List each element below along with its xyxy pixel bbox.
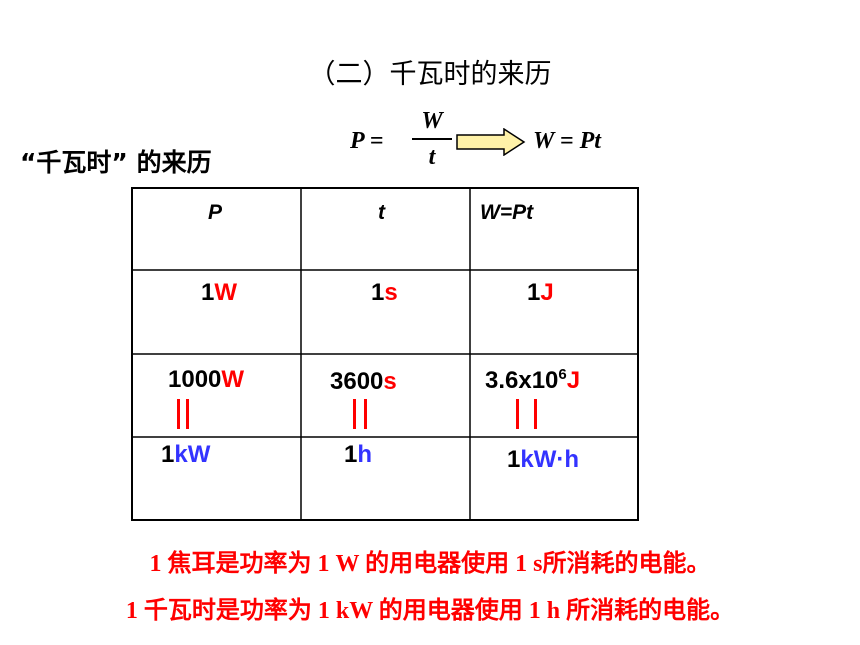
cell-time-3600s: 3600s [330, 368, 397, 395]
formula-numerator: W [421, 108, 443, 134]
header-time: t [378, 201, 385, 224]
table-grid [131, 187, 639, 521]
power-formula: P = W t W = Pt [350, 106, 650, 176]
equals-bar [516, 399, 519, 429]
joule-definition: 1 焦耳是功率为 1 W 的用电器使用 1 s所消耗的电能。 [149, 551, 711, 577]
cell-energy-3-6e6j: 3.6x106J [485, 366, 581, 394]
energy-unit-table: P t W=Pt 1W 1s 1J 1000W 3600s 3.6x106J 1… [131, 187, 639, 521]
equals-bar [177, 399, 180, 429]
formula-rhs: W = Pt [533, 128, 601, 154]
formula-fraction: W t [412, 106, 452, 172]
cell-power-1kw: 1kW [161, 441, 211, 468]
cell-power-1w: 1W [201, 279, 238, 306]
right-arrow-icon [456, 128, 526, 156]
equals-bar [353, 399, 356, 429]
cell-time-1h: 1h [344, 441, 373, 468]
cell-time-1s: 1s [371, 279, 398, 306]
cell-energy-1kwh: 1kW·h [507, 446, 580, 473]
equals-bar [534, 399, 537, 429]
header-energy: W=Pt [480, 201, 534, 224]
formula-denominator: t [428, 144, 436, 170]
header-power: P [208, 201, 223, 224]
section-subtitle: “千瓦时” 的来历 [20, 148, 212, 177]
equals-bar [186, 399, 189, 429]
equals-bar [364, 399, 367, 429]
page-title: （二）千瓦时的来历 [308, 59, 552, 90]
formula-lhs: P = [350, 128, 384, 154]
cell-power-1000w: 1000W [168, 366, 245, 393]
cell-energy-1j: 1J [527, 279, 554, 306]
fraction-bar [412, 138, 452, 140]
kilowatt-hour-definition: 1 千瓦时是功率为 1 kW 的用电器使用 1 h 所消耗的电能。 [125, 598, 735, 624]
